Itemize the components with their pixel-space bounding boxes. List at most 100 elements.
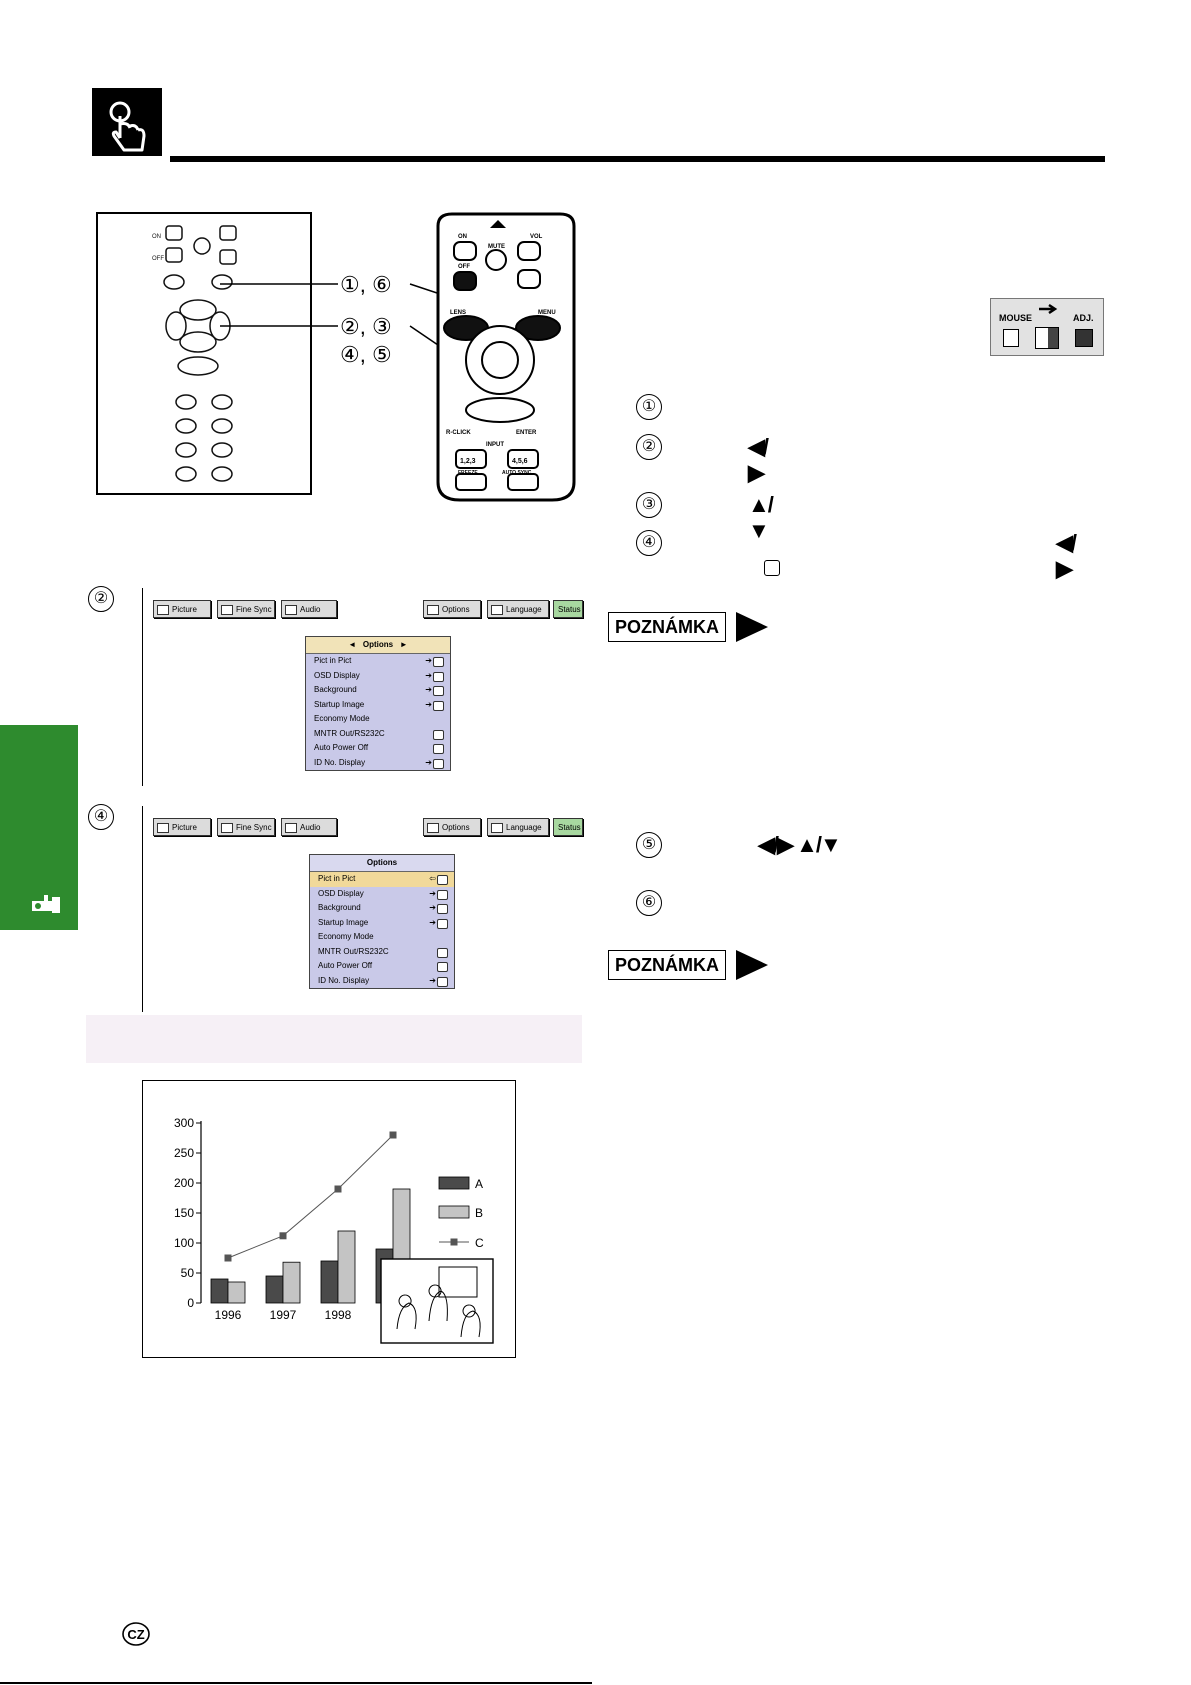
- osd-a-item-id-display[interactable]: ID No. Display➔: [306, 756, 450, 771]
- osd-a-item-startup-image[interactable]: Startup Image➔: [306, 698, 450, 713]
- osd-a-tab-audio[interactable]: Audio: [281, 600, 337, 618]
- note-2-label: POZNÁMKA: [608, 950, 726, 980]
- step-6: ⑥: [636, 890, 662, 916]
- line-series-C: [227, 1134, 394, 1259]
- y-tick-label-2: 100: [174, 1236, 194, 1250]
- osd-a-options-menu: ◄ Options ► Pict in Pict➔ OSD Display➔ B…: [305, 636, 451, 771]
- step-3-keys: ▲/▼: [748, 492, 774, 543]
- osd-b-tab-finesync[interactable]: Fine Sync: [217, 818, 275, 836]
- point-C-1998: [334, 1185, 342, 1193]
- osd-b-tab-picture[interactable]: Picture: [153, 818, 211, 836]
- osd-b-item-osd-display[interactable]: OSD Display➔: [310, 887, 454, 902]
- svg-text:ON: ON: [152, 234, 161, 240]
- osd-b-tab-language[interactable]: Language: [487, 818, 549, 836]
- osd-b-item-economy-mode[interactable]: Economy Mode: [318, 932, 374, 941]
- legend-label-B: B: [475, 1206, 483, 1220]
- osd-a-menu-title: ◄ Options ►: [306, 637, 450, 654]
- osd-a-tab-language[interactable]: Language: [487, 600, 549, 618]
- osd-b-tab-audio[interactable]: Audio: [281, 818, 337, 836]
- step-3: ③ ▲/▼: [636, 492, 774, 543]
- adj-lock-icon: [1075, 329, 1093, 347]
- faded-strip: [86, 1015, 582, 1063]
- pip-inset-people: [396, 1284, 481, 1338]
- osd-a-tab-finesync[interactable]: Fine Sync: [217, 600, 275, 618]
- note-1-arrow-icon: [736, 612, 768, 642]
- step-2-marker: ②: [636, 434, 662, 460]
- step-4-keys: ◀/▶: [1056, 530, 1077, 581]
- y-tick-label-6: 300: [174, 1116, 194, 1130]
- osd-a-item-economy-mode[interactable]: Economy Mode: [314, 714, 370, 723]
- y-tick-label-3: 150: [174, 1206, 194, 1220]
- osd-a-item-pict-in-pict[interactable]: Pict in Pict➔: [306, 654, 450, 669]
- point-C-1996: [224, 1254, 232, 1262]
- remote-off-label: OFF: [458, 264, 470, 270]
- remote-input-label: INPUT: [486, 442, 504, 448]
- point-C-1999: [389, 1131, 397, 1139]
- osd-a-tab-picture[interactable]: Picture: [153, 600, 211, 618]
- switch-slider: [1035, 327, 1059, 349]
- language-badge: CZ: [122, 1622, 150, 1651]
- remote-enter-label: ENTER: [516, 430, 537, 436]
- osd-a-item-mntr-out[interactable]: MNTR Out/RS232C: [306, 727, 450, 742]
- note-2-arrow-icon: [736, 950, 768, 980]
- screen-b-marker: ④: [88, 804, 114, 830]
- osd-a-tabbar: Picture Fine Sync Audio Options Language…: [153, 600, 583, 622]
- bar-A-1998: [320, 1260, 339, 1304]
- legend-swatch-A: [438, 1176, 470, 1190]
- mouse-adj-switch: MOUSE ADJ.: [990, 298, 1104, 356]
- arrow-right-icon: [1039, 303, 1058, 315]
- osd-b-options-menu: Options Pict in Pict⇦ OSD Display➔ Backg…: [309, 854, 455, 989]
- header-hand-icon: [92, 88, 162, 156]
- step-6-marker: ⑥: [636, 890, 662, 916]
- callout-steps-2-3: ②, ③: [340, 314, 392, 339]
- osd-b-item-auto-power-off[interactable]: Auto Power Off: [310, 959, 454, 974]
- step-5: ⑤ ◀/▶ ▲/▼: [636, 832, 842, 858]
- y-tick-label-0: 0: [187, 1296, 194, 1310]
- projector-icon: [32, 895, 60, 913]
- y-tick-label-4: 200: [174, 1176, 194, 1190]
- osd-b-tab-options[interactable]: Options: [423, 818, 481, 836]
- remote-menu-label: MENU: [538, 310, 556, 316]
- language-badge-text: CZ: [127, 1627, 144, 1642]
- osd-screen-a: Picture Fine Sync Audio Options Language…: [142, 588, 583, 786]
- osd-a-item-osd-display[interactable]: OSD Display➔: [306, 669, 450, 684]
- osd-b-tabbar: Picture Fine Sync Audio Options Language…: [153, 818, 583, 840]
- pip-inset-screen: [438, 1266, 478, 1298]
- step-4-marker: ④: [636, 530, 662, 556]
- callout-steps-1-6: ①, ⑥: [340, 272, 392, 297]
- osd-b-item-id-display[interactable]: ID No. Display➔: [310, 974, 454, 989]
- legend-label-C: C: [475, 1236, 484, 1250]
- legend-swatch-B: [438, 1205, 470, 1219]
- remote-on-label: ON: [458, 234, 467, 240]
- osd-b-menu-title: Options: [310, 855, 454, 872]
- osd-a-item-auto-power-off[interactable]: Auto Power Off: [306, 741, 450, 756]
- legend-label-A: A: [475, 1177, 483, 1191]
- bar-B-1997: [282, 1261, 301, 1304]
- x-tick-label-1997: 1997: [270, 1308, 297, 1322]
- step-2: ② ◀/▶: [636, 434, 769, 485]
- osd-b-item-startup-image[interactable]: Startup Image➔: [310, 916, 454, 931]
- bar-B-1998: [337, 1230, 356, 1304]
- step-1-marker: ①: [636, 394, 662, 420]
- osd-a-tab-options[interactable]: Options: [423, 600, 481, 618]
- remote-input-a: 1,2,3: [460, 458, 476, 465]
- osd-a-tab-status[interactable]: Status: [553, 600, 583, 618]
- step-3-marker: ③: [636, 492, 662, 518]
- x-tick-label-1996: 1996: [215, 1308, 242, 1322]
- osd-b-tab-status[interactable]: Status: [553, 818, 583, 836]
- remote-input-b: 4,5,6: [512, 458, 528, 465]
- osd-b-item-pict-in-pict[interactable]: Pict in Pict⇦: [310, 872, 454, 887]
- svg-text:OFF: OFF: [152, 256, 164, 262]
- step-1: ①: [636, 394, 662, 420]
- osd-screen-b: Picture Fine Sync Audio Options Language…: [142, 806, 583, 1012]
- header-rule: [170, 156, 1105, 162]
- osd-b-item-mntr-out[interactable]: MNTR Out/RS232C: [310, 945, 454, 960]
- bar-A-1996: [210, 1278, 229, 1304]
- osd-a-item-background[interactable]: Background➔: [306, 683, 450, 698]
- projector-control-panel: ON OFF: [96, 212, 312, 495]
- side-section-tab: [0, 725, 78, 930]
- step-5-marker: ⑤: [636, 832, 662, 858]
- screen-a-marker: ②: [88, 586, 114, 612]
- bar-line-chart: 0501001502002503001996199719981999ABC: [174, 1116, 494, 1344]
- osd-b-item-background[interactable]: Background➔: [310, 901, 454, 916]
